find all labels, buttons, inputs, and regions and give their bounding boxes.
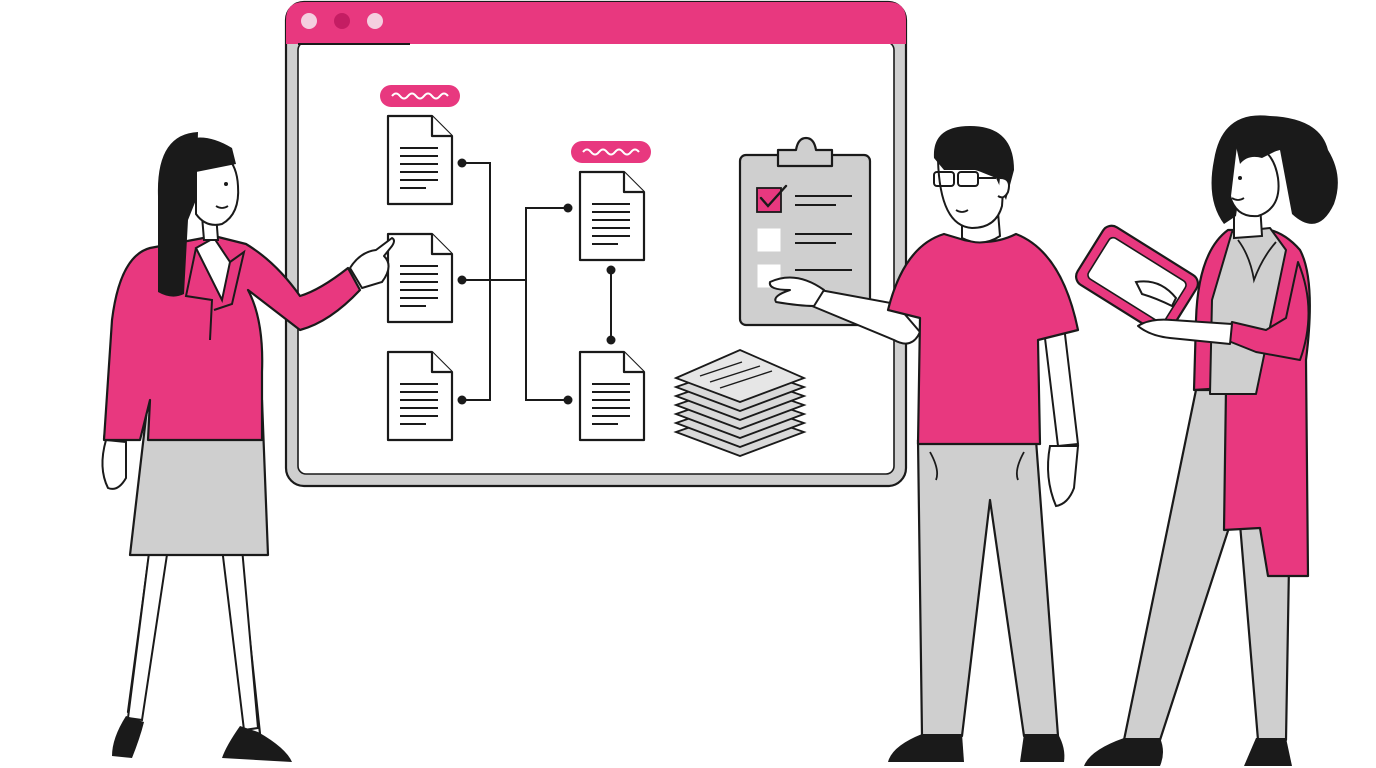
checkbox-checked[interactable] xyxy=(756,184,788,213)
man-glasses xyxy=(768,126,1080,762)
squiggle-tag-2 xyxy=(571,141,651,163)
document-icon xyxy=(386,114,454,206)
document-icon xyxy=(578,350,646,442)
squiggle-tag-1 xyxy=(380,85,460,107)
woman-presenter xyxy=(101,132,395,762)
window-dot-close-icon[interactable] xyxy=(301,13,317,29)
document-icon xyxy=(386,350,454,442)
paper-stack xyxy=(673,349,807,457)
flowchart xyxy=(380,85,651,442)
checkbox-unchecked[interactable] xyxy=(756,227,782,253)
document-icon xyxy=(386,232,454,324)
woman-with-tablet xyxy=(1075,115,1338,766)
window-dot-maximize-icon[interactable] xyxy=(367,13,383,29)
window-dot-minimize-icon[interactable] xyxy=(334,13,350,29)
document-icon xyxy=(578,170,646,262)
